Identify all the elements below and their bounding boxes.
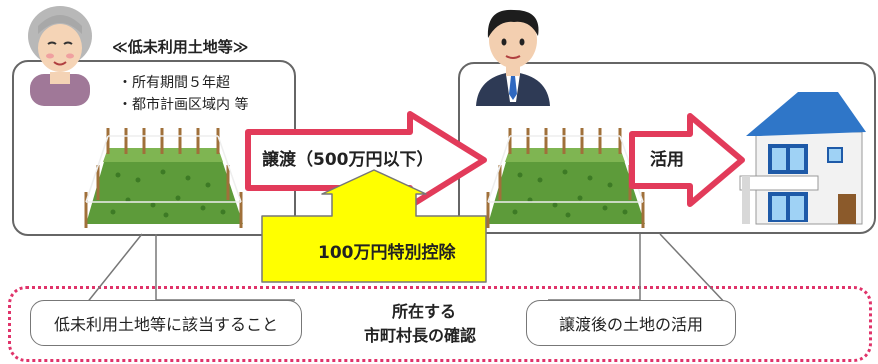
- deduction-arrow: [261, 169, 487, 283]
- deduction-label: 100万円特別控除: [318, 243, 456, 263]
- use-arrow: [629, 113, 745, 207]
- transfer-arrow: [245, 111, 487, 209]
- left-panel-title: ≪低未利用土地等≫: [112, 38, 249, 56]
- center-label-line1: 所在する: [392, 302, 457, 321]
- transfer-arrow-label: 譲渡（500万円以下）: [262, 150, 434, 170]
- businessman-icon: [476, 9, 550, 106]
- center-label-line2: 市町村長の確認: [364, 326, 477, 345]
- elderly-woman-icon: [28, 6, 92, 106]
- left-panel-bullet-2: ・都市計画区域内 等: [118, 97, 249, 113]
- right-condition-capsule: 譲渡後の土地の活用: [526, 300, 736, 346]
- right-condition-label: 譲渡後の土地の活用: [558, 315, 703, 334]
- use-arrow-label: 活用: [650, 150, 684, 170]
- confirmation-container: [8, 286, 872, 362]
- land-field-icon: [84, 128, 243, 228]
- left-condition-label: 低未利用土地等に該当すること: [53, 315, 278, 334]
- left-condition-capsule: 低未利用土地等に該当すること: [30, 300, 302, 346]
- left-panel-bullet-1: ・所有期間５年超: [118, 75, 230, 91]
- land-field-icon-right: [486, 128, 645, 228]
- house-icon: [739, 92, 866, 225]
